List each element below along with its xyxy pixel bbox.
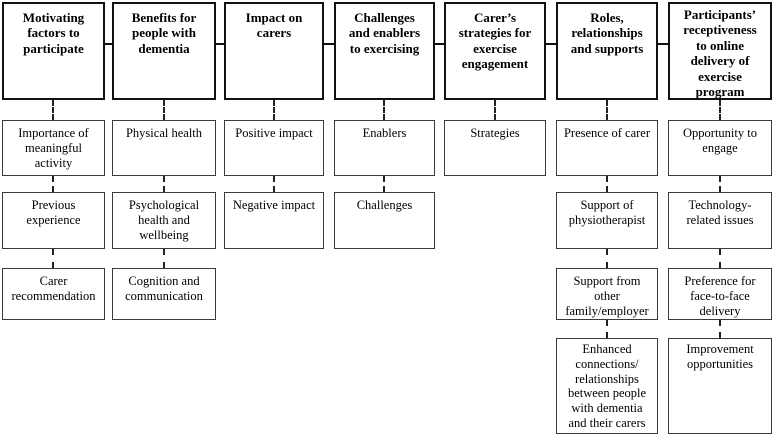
theme-box-motivating-factors: Motivating factors to participate — [2, 2, 105, 100]
theme-box-impact-on-carers: Impact on carers — [224, 2, 324, 100]
subtheme-box-strategies: Strategies — [444, 120, 546, 176]
subtheme-box-presence-of-carer: Presence of carer — [556, 120, 658, 176]
dashed-connector — [606, 176, 608, 192]
subtheme-box-previous-experience: Previous experience — [2, 192, 105, 249]
theme-box-roles-relationships-supports: Roles, relationships and supports — [556, 2, 658, 100]
header-connector-line — [544, 43, 558, 45]
subtheme-box-improvement-opportunities: Improvement opportunities — [668, 338, 772, 434]
dashed-connector — [494, 100, 496, 120]
subtheme-box-face-to-face-preference: Preference for face-to-face delivery — [668, 268, 772, 320]
dashed-connector — [606, 249, 608, 268]
header-connector-line — [322, 43, 336, 45]
subtheme-box-enhanced-connections: Enhanced connections/ relationships betw… — [556, 338, 658, 434]
theme-box-carer-strategies: Carer’s strategies for exercise engageme… — [444, 2, 546, 100]
theme-box-challenges-enablers: Challenges and enablers to exercising — [334, 2, 435, 100]
dashed-connector — [383, 176, 385, 192]
theme-box-online-receptiveness: Participants’ receptiveness to online de… — [668, 2, 772, 100]
dashed-connector — [52, 100, 54, 120]
dashed-connector — [719, 176, 721, 192]
dashed-connector — [163, 176, 165, 192]
subtheme-box-cognition-communication: Cognition and communication — [112, 268, 216, 320]
dashed-connector — [163, 249, 165, 268]
subtheme-box-physical-health: Physical health — [112, 120, 216, 176]
header-connector-line — [656, 43, 670, 45]
dashed-connector — [383, 100, 385, 120]
subtheme-box-meaningful-activity: Importance of meaningful activity — [2, 120, 105, 176]
dashed-connector — [163, 100, 165, 120]
dashed-connector — [273, 176, 275, 192]
subtheme-box-positive-impact: Positive impact — [224, 120, 324, 176]
dashed-connector — [719, 100, 721, 120]
dashed-connector — [606, 100, 608, 120]
subtheme-box-psychological-health: Psychological health and wellbeing — [112, 192, 216, 249]
subtheme-box-technology-issues: Technology- related issues — [668, 192, 772, 249]
subtheme-box-enablers: Enablers — [334, 120, 435, 176]
subtheme-box-challenges: Challenges — [334, 192, 435, 249]
header-connector-line — [103, 43, 114, 45]
header-connector-line — [433, 43, 446, 45]
subtheme-box-support-family-employer: Support from other family/employer — [556, 268, 658, 320]
dashed-connector — [52, 176, 54, 192]
header-connector-line — [214, 43, 226, 45]
dashed-connector — [52, 249, 54, 268]
subtheme-box-negative-impact: Negative impact — [224, 192, 324, 249]
subtheme-box-carer-recommendation: Carer recommendation — [2, 268, 105, 320]
dashed-connector — [719, 249, 721, 268]
dashed-connector — [273, 100, 275, 120]
subtheme-box-opportunity-to-engage: Opportunity to engage — [668, 120, 772, 176]
dashed-connector — [606, 320, 608, 338]
dashed-connector — [719, 320, 721, 338]
subtheme-box-support-physiotherapist: Support of physiotherapist — [556, 192, 658, 249]
theme-box-benefits-people-dementia: Benefits for people with dementia — [112, 2, 216, 100]
